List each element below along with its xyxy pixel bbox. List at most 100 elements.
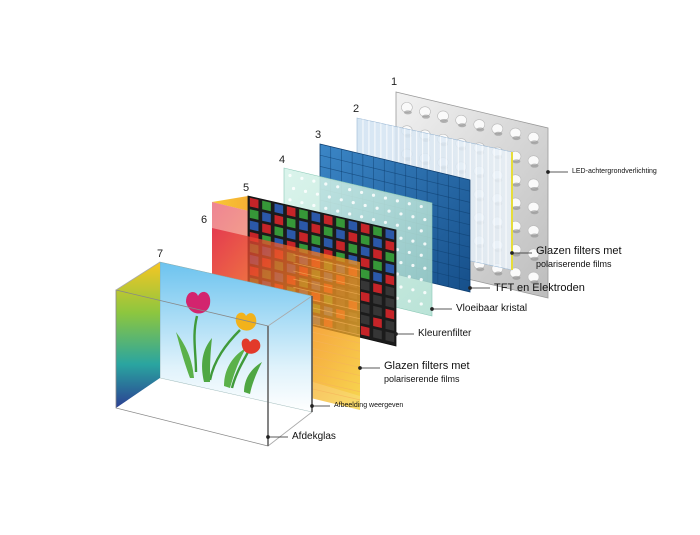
filter-cell (385, 308, 395, 320)
filter-cell (348, 220, 358, 232)
filter-cell (373, 271, 382, 283)
led-shadow (494, 271, 503, 276)
filter-cell (323, 226, 333, 237)
crystal-dot (387, 209, 391, 213)
led-shadow (476, 127, 485, 132)
filter-cell (311, 211, 321, 223)
filter-cell (311, 234, 321, 246)
crystal-dot (399, 285, 403, 289)
warm-line (293, 262, 361, 279)
tulip-illustration (176, 291, 262, 394)
label-led-backlight: LED-achtergrondverlichting (572, 168, 657, 175)
layer-number-1: 1 (391, 76, 398, 88)
led-shadow (440, 118, 449, 123)
filter-cell (360, 257, 370, 269)
label-tft-electrodes: TFT en Elektroden (494, 282, 585, 294)
filter-cell (323, 214, 333, 226)
crystal-dot (327, 195, 331, 199)
crystal-dot (303, 189, 308, 193)
filter-cell (274, 203, 284, 215)
label-polarizer-front-line1: Glazen filters met (384, 360, 470, 372)
crystal-dot (348, 212, 352, 216)
crystal-dot (399, 261, 403, 265)
filter-cell (249, 209, 259, 220)
label-polarizer-front-line2: polariserende films (384, 374, 460, 384)
leader-lines (266, 170, 568, 439)
filter-cell (360, 303, 370, 314)
crystal-dot (300, 201, 304, 205)
crystal-dot (395, 223, 399, 227)
warm-line (293, 278, 361, 295)
crystal-dot (395, 199, 399, 203)
filter-cell (373, 328, 382, 340)
crystal-dot (359, 215, 364, 219)
filter-cell (323, 237, 333, 249)
crystal-dot (423, 242, 427, 246)
crystal-dot (395, 296, 399, 300)
layer-number-3: 3 (315, 129, 322, 141)
crystal-dot (324, 206, 328, 210)
tft-line (319, 166, 471, 203)
filter-cell (373, 237, 382, 249)
filter-cell (373, 248, 382, 260)
filter-cell (385, 274, 395, 286)
crystal-dot (407, 275, 411, 279)
crystal-dot (351, 201, 355, 205)
filter-cell (274, 214, 284, 226)
filter-cell (286, 217, 296, 229)
crystal-dot (300, 176, 304, 180)
crystal-dot (348, 188, 352, 192)
filter-cell (373, 226, 382, 237)
label-cover-glass: Afdekglas (292, 431, 336, 442)
led-shadow (512, 182, 521, 187)
crystal-dot (419, 253, 423, 257)
filter-cell (299, 220, 308, 232)
label-polarizer-back-line1: Glazen filters met (536, 245, 622, 257)
layer-number-6: 6 (201, 214, 208, 226)
led-shadow (512, 229, 521, 234)
crystal-dot (407, 299, 411, 303)
filter-cell (262, 200, 271, 212)
led-shadow (530, 163, 539, 168)
filter-cell (385, 240, 395, 252)
led-shadow (458, 123, 467, 128)
filter-cell (360, 291, 370, 303)
filter-cell (360, 325, 370, 337)
cover-glass-front (116, 378, 312, 446)
layer-number-5: 5 (243, 182, 250, 194)
filter-cell (274, 226, 284, 237)
crystal-dot (419, 302, 423, 306)
cover-left-gradient (116, 262, 160, 408)
filter-cell (336, 240, 345, 252)
filter-cell (360, 234, 370, 246)
crystal-dot (423, 291, 427, 295)
filter-cell (299, 231, 308, 243)
crystal-dot (371, 193, 376, 197)
crystal-dot (291, 186, 296, 191)
crystal-dot (363, 203, 367, 208)
crystal-dot (423, 266, 427, 270)
led-shadow (476, 267, 485, 272)
crystal-dot (407, 250, 411, 255)
filter-cell (385, 285, 395, 297)
crystal-dot (312, 179, 316, 183)
filter-cell (249, 197, 259, 209)
filter-cell (286, 206, 296, 217)
layer-number-2: 2 (353, 103, 360, 115)
led-shadow (530, 140, 539, 145)
warm-line (293, 270, 361, 287)
layer-number-7: 7 (157, 248, 164, 260)
label-display-image: Afbeelding weergeven (334, 402, 404, 409)
led-shadow (530, 210, 539, 215)
crystal-dot (419, 229, 423, 233)
led-shadow (512, 275, 521, 280)
filter-cell (360, 246, 370, 257)
crystal-dot (359, 190, 364, 195)
filter-cell (311, 223, 321, 235)
crystal-dot (288, 198, 292, 202)
crystal-dot (411, 288, 415, 292)
filter-cell (385, 297, 395, 309)
label-polarizer-back: Glazen filters met polariserende films (536, 245, 622, 269)
filter-cell (373, 260, 382, 271)
led-shadow (421, 114, 430, 119)
